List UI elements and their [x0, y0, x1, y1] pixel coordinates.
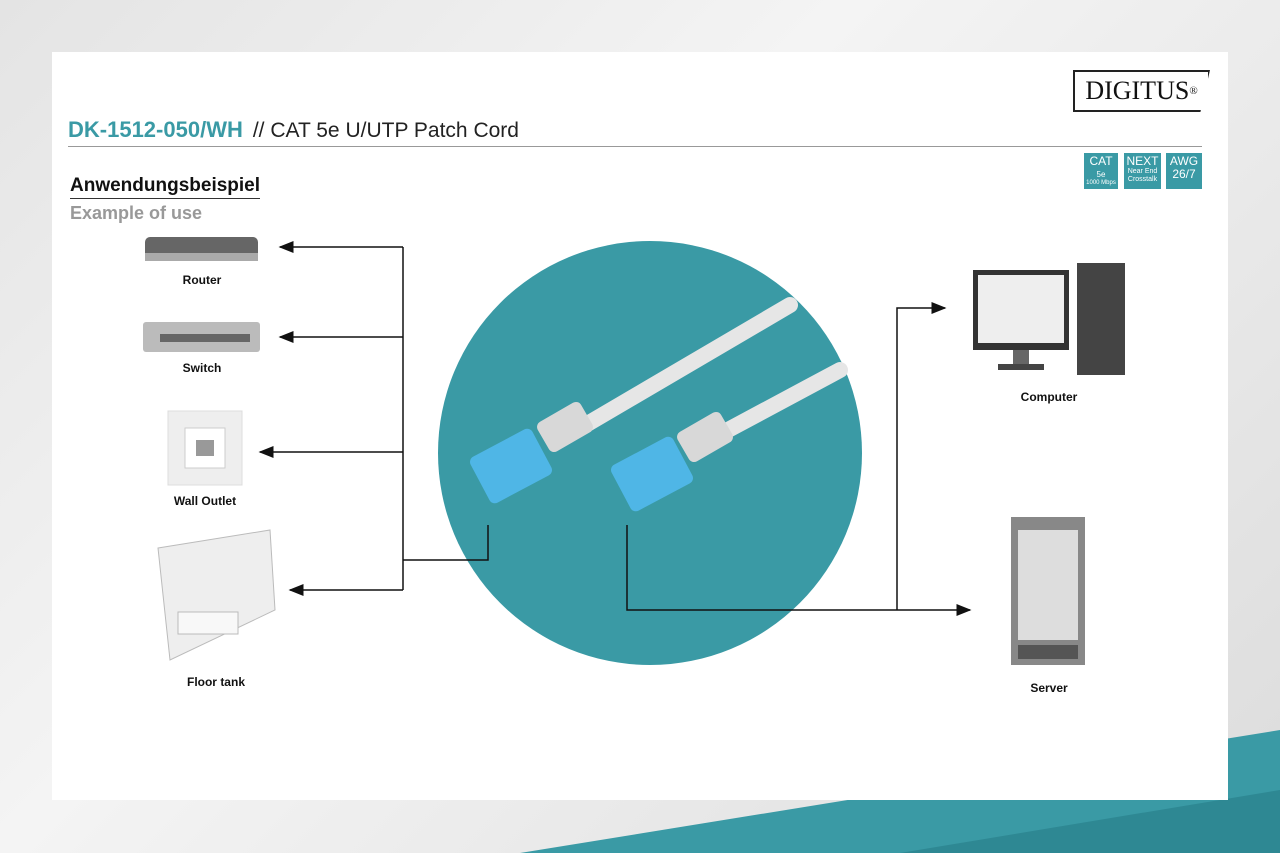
divider: [68, 146, 1202, 147]
wall-outlet-icon: [167, 410, 243, 486]
page-title: DK-1512-050/WH // CAT 5e U/UTP Patch Cord: [68, 117, 519, 143]
label-switch: Switch: [182, 361, 222, 375]
rj45-connector-1: [470, 428, 552, 504]
label-floor-tank: Floor tank: [186, 675, 245, 689]
switch-icon: [143, 322, 260, 352]
digitus-logo: DIGITUS®: [1073, 70, 1210, 112]
floor-tank-icon: [157, 529, 276, 661]
router-icon: [145, 237, 258, 261]
computer-icon: [973, 263, 1125, 375]
arrow-computer: [896, 302, 947, 610]
arrow-server: [626, 525, 972, 616]
section-heading-de: Anwendungsbeispiel: [70, 175, 261, 199]
label-computer: Computer: [1020, 390, 1078, 404]
product-code: DK-1512-050/WH: [68, 117, 243, 142]
patch-cord-image: [470, 297, 848, 512]
label-server: Server: [1030, 681, 1068, 695]
separator: //: [252, 119, 265, 142]
product-name: CAT 5e U/UTP Patch Cord: [270, 119, 519, 142]
label-wall-outlet: Wall Outlet: [173, 494, 237, 508]
label-router: Router: [182, 273, 222, 287]
server-icon: [1011, 517, 1085, 665]
rj45-connector-2: [611, 436, 693, 512]
section-heading-en: Example of use: [70, 203, 203, 223]
